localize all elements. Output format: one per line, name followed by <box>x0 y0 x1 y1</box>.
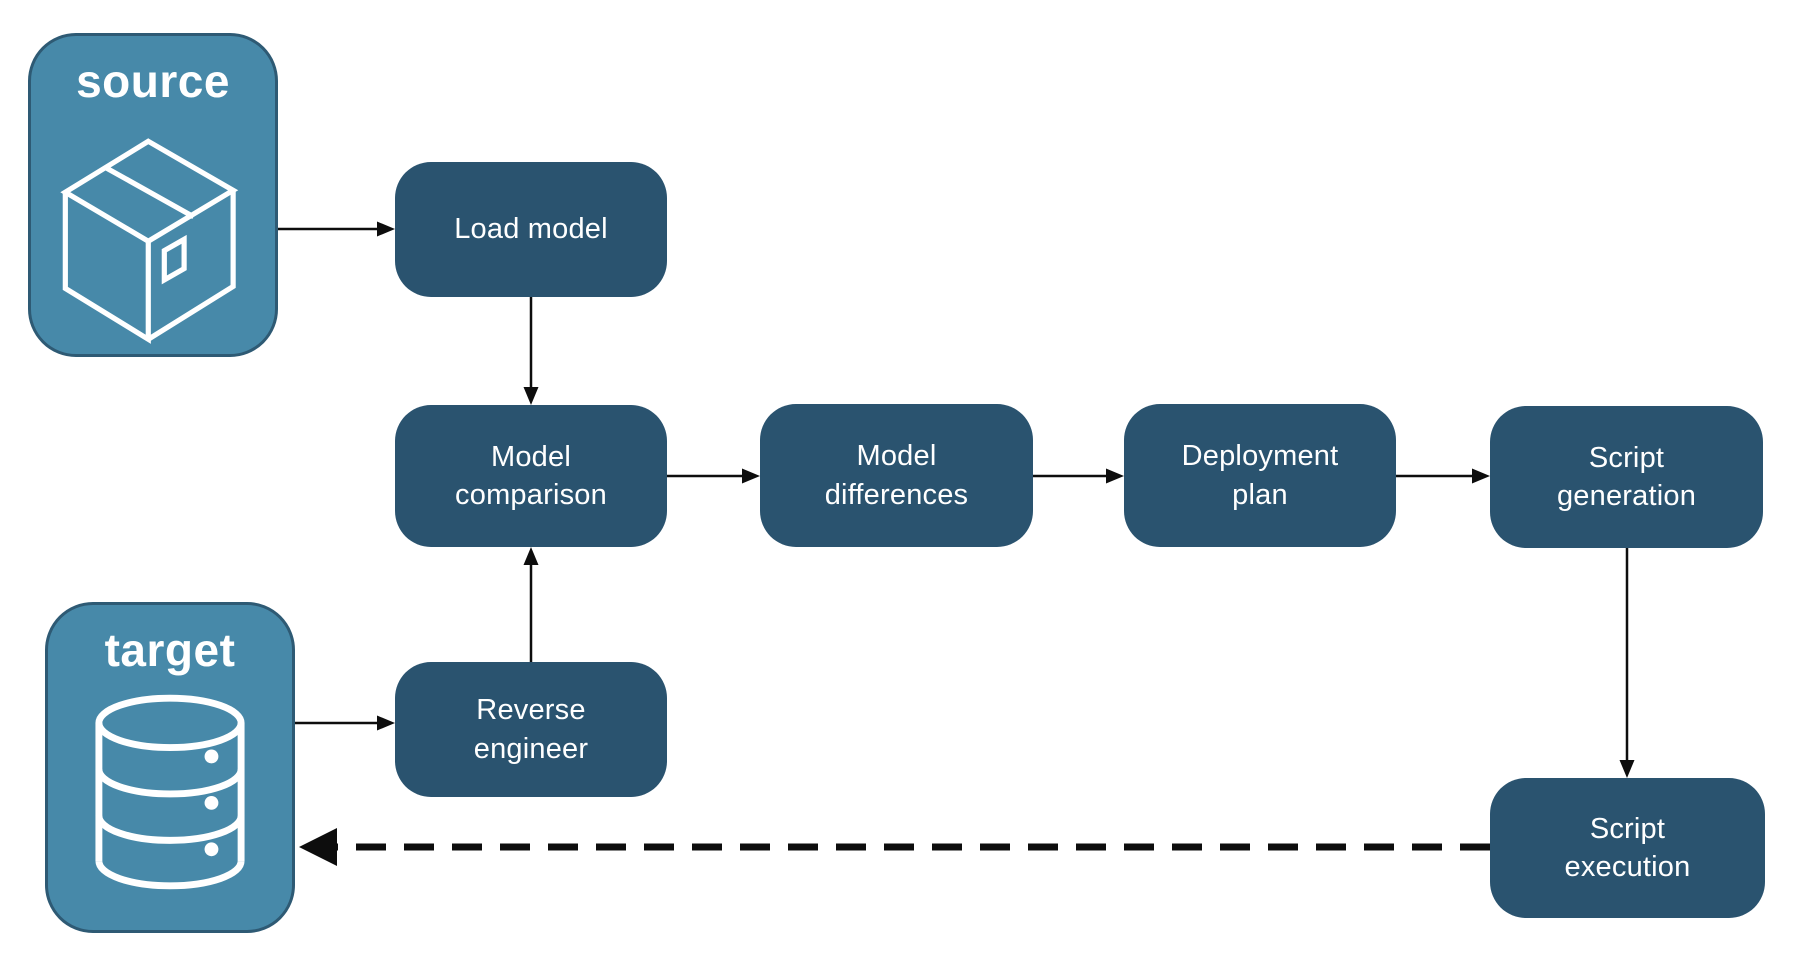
node-reverse-engineer: Reverse engineer <box>395 662 667 797</box>
database-icon <box>95 694 245 890</box>
edge-deployment-plan-to-script-generation <box>1396 468 1490 484</box>
target-label: target <box>104 624 236 676</box>
node-load-model: Load model <box>395 162 667 297</box>
node-script-generation: Script generation <box>1490 406 1763 548</box>
edge-model-comparison-to-model-differences <box>667 468 760 484</box>
node-deployment-plan: Deployment plan <box>1124 404 1396 547</box>
node-model-comparison: Model comparison <box>395 405 667 547</box>
node-model-differences: Model differences <box>760 404 1033 547</box>
edge-model-differences-to-deployment-plan <box>1033 468 1124 484</box>
edge-script-generation-to-script-execution <box>1619 548 1635 778</box>
target-container: target <box>45 602 295 933</box>
node-script-execution: Script execution <box>1490 778 1765 918</box>
source-label: source <box>76 55 230 107</box>
edge-load-model-to-model-comparison <box>523 297 539 405</box>
edge-target-to-reverse-engineer <box>295 715 395 731</box>
source-container: source <box>28 33 278 357</box>
edge-script-execution-to-target-dashed <box>299 828 1490 866</box>
package-box-icon <box>60 138 239 344</box>
edge-reverse-engineer-to-model-comparison <box>523 547 539 662</box>
edge-source-to-load-model <box>278 221 395 237</box>
